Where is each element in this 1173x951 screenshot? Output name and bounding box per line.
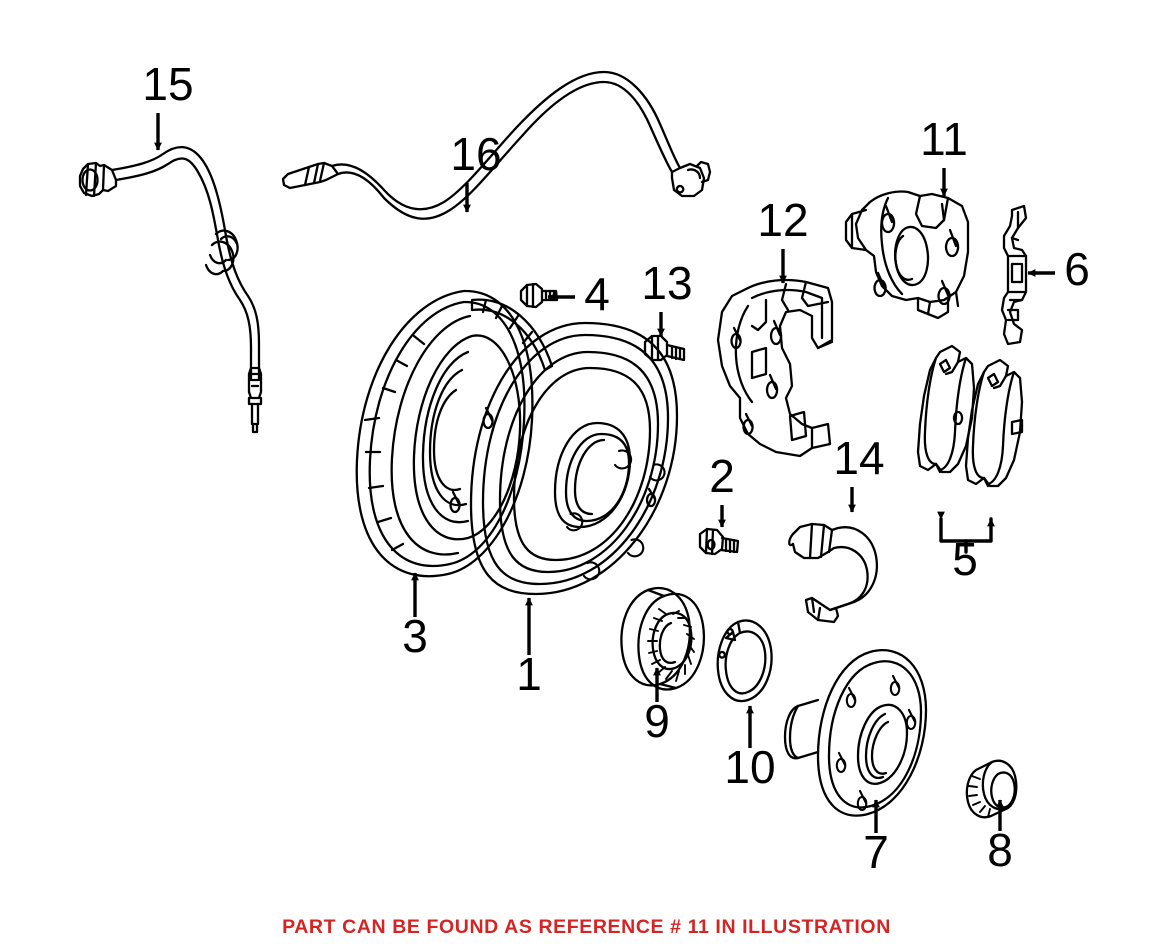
callout-number-16: 16: [450, 128, 501, 180]
callout-number-1: 1: [516, 648, 542, 700]
part-caliper-guide-bolt: [643, 334, 686, 362]
part-pad-retaining-spring: [1000, 204, 1028, 346]
callout-number-4: 4: [584, 268, 610, 320]
part-pad-wear-sensor: [788, 522, 879, 624]
part-brake-hose: [78, 146, 263, 434]
callout-number-15: 15: [142, 58, 193, 110]
callout-number-9: 9: [644, 695, 670, 747]
part-brake-pad-set: [916, 344, 1024, 488]
callout-number-2: 2: [709, 450, 735, 502]
part-wheel-bearing: [620, 587, 705, 691]
part-caliper-carrier-bracket: [716, 278, 834, 458]
callout-number-6: 6: [1064, 243, 1090, 295]
part-abs-wheel-speed-sensor: [281, 70, 712, 220]
part-axle-nut: [965, 759, 1018, 819]
part-bearing-snap-ring: [716, 619, 773, 703]
part-wheel-hub: [783, 649, 928, 817]
callout-number-5: 5: [952, 533, 978, 585]
part-guide-bolt: [698, 527, 740, 556]
callout-leader-5: [937, 511, 995, 554]
callout-number-14: 14: [833, 432, 884, 484]
callout-number-10: 10: [724, 741, 775, 793]
callout-number-8: 8: [987, 824, 1013, 876]
footer-note: PART CAN BE FOUND AS REFERENCE # 11 IN I…: [282, 916, 891, 938]
part-brake-caliper-housing: [844, 190, 970, 320]
callout-number-7: 7: [863, 826, 889, 878]
part-brake-rotor: [469, 321, 679, 596]
callout-number-12: 12: [757, 194, 808, 246]
callout-number-3: 3: [402, 610, 428, 662]
callout-number-11: 11: [920, 113, 968, 165]
callout-number-13: 13: [641, 257, 692, 309]
